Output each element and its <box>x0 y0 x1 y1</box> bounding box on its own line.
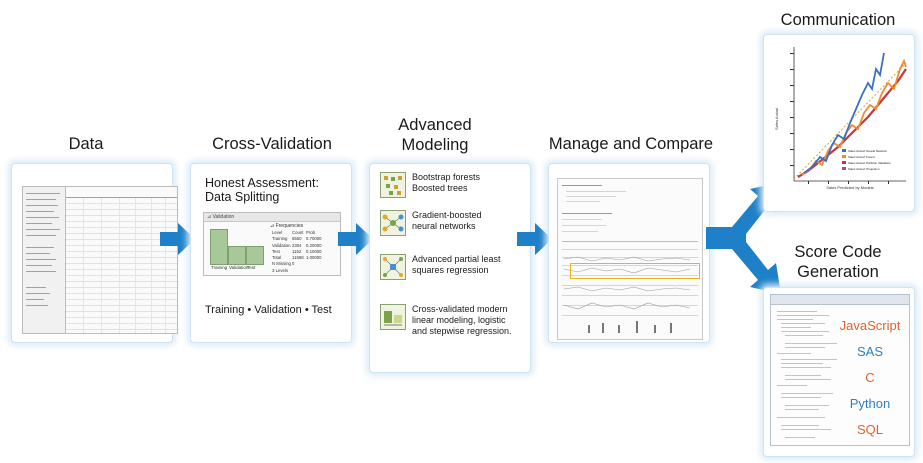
data-table-thumbnail <box>22 186 178 334</box>
cv-split-bar <box>246 246 264 265</box>
manage-compare-panel <box>548 163 710 343</box>
cv-split-bar-label: Test <box>247 265 256 270</box>
comm-y-axis-label: Sales Actual <box>774 108 779 130</box>
lang-javascript: JavaScript <box>839 318 901 333</box>
model-comparison-report-thumbnail <box>557 178 703 340</box>
flow-arrow-branch <box>706 182 781 294</box>
series-orange-line <box>801 58 907 176</box>
data-panel <box>11 163 178 343</box>
modeling-item-neural-text: Gradient-boosted neural networks <box>412 210 482 231</box>
cv-split-bar <box>210 229 228 265</box>
cv-split-bar-label: Validation <box>229 265 249 270</box>
code-editor-thumbnail <box>770 294 910 446</box>
cross-validation-panel: Honest Assessment: Data Splitting ⊿ Vali… <box>190 163 352 343</box>
lang-c: C <box>865 370 875 385</box>
modeling-item-neural: Gradient-boosted neural networks <box>380 210 540 244</box>
data-stage-title: Data <box>68 135 104 153</box>
score-code-stage-title: Score Code Generation <box>794 243 882 281</box>
lang-python: Python <box>849 396 891 411</box>
frequencies-title: ⊿ Frequencies <box>270 223 304 229</box>
comm-x-axis-label: Sales Predicted by Models <box>826 185 873 190</box>
forest-icon <box>380 172 406 198</box>
communication-stage-title: Communication <box>780 11 896 29</box>
modeling-item-regression-text: Cross-validated modern linear modeling, … <box>412 304 512 336</box>
legend-item-3: Sales Actual: Partition Validation <box>848 161 891 165</box>
comm-legend: Sales Actual: Neural Network Sales Actua… <box>842 149 891 171</box>
regression-icon <box>380 304 406 330</box>
score-code-panel: JavaScript SAS C Python SQL <box>763 287 915 457</box>
cv-split-bar-label: Training <box>211 265 228 270</box>
cv-split-bar <box>228 246 246 265</box>
communication-chart: Sales Actual Sales Predicted by Models S… <box>774 47 907 190</box>
modeling-item-forests-text: Bootstrap forests Boosted trees <box>412 172 481 193</box>
modeling-item-forests: Bootstrap forests Boosted trees <box>380 172 540 206</box>
modeling-item-pls-text: Advanced partial least squares regressio… <box>412 254 501 275</box>
validation-window-title: ⊿ Validation <box>204 213 340 222</box>
communication-panel: Sales Actual Sales Predicted by Models S… <box>763 34 915 212</box>
modeling-item-regression: Cross-validated modern linear modeling, … <box>380 304 540 354</box>
cv-split-footer: Training • Validation • Test <box>205 304 332 316</box>
pls-icon <box>380 254 406 280</box>
frequencies-row: N Missing0 <box>272 261 295 267</box>
legend-item-4: Sales Actual: Projection <box>848 167 880 171</box>
cv-heading: Honest Assessment: Data Splitting <box>205 176 319 204</box>
modeling-item-pls: Advanced partial least squares regressio… <box>380 254 540 288</box>
series-red-line <box>797 68 907 178</box>
advanced-modeling-stage-title: Advanced Modeling <box>398 116 472 154</box>
flow-arrow-modeling-to-manage <box>517 223 552 255</box>
advanced-modeling-panel: Bootstrap forests Boosted trees Gradient… <box>369 163 531 373</box>
frequencies-row: 3 Levels <box>272 267 289 273</box>
lang-sql: SQL <box>856 422 883 437</box>
flow-arrow-data-to-cv <box>160 223 195 255</box>
neural-network-icon <box>380 210 406 236</box>
cross-validation-stage-title: Cross-Validation <box>212 135 332 153</box>
flow-arrow-cv-to-modeling <box>338 223 373 255</box>
legend-item-1: Sales Actual: Neural Network <box>848 149 887 153</box>
best-model-highlight <box>570 263 700 279</box>
lang-sas: SAS <box>856 344 883 359</box>
series-blue-line <box>803 52 885 174</box>
manage-compare-stage-title: Manage and Compare <box>548 135 714 153</box>
legend-item-2: Sales Actual: Forest <box>848 155 875 159</box>
